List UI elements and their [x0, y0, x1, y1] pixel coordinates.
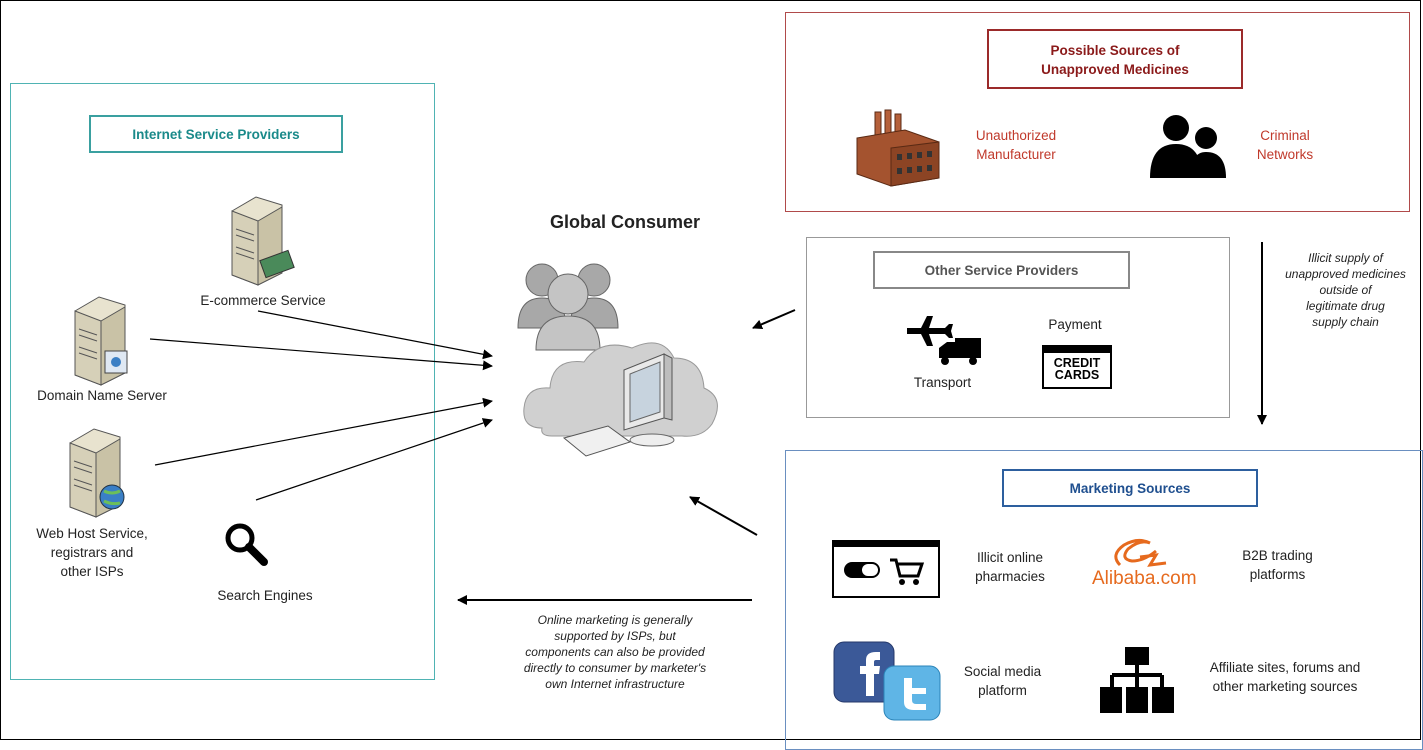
arrow-other-to-consumer	[752, 309, 796, 330]
pill-cart-icon	[832, 540, 940, 598]
criminals-icon	[1150, 115, 1226, 178]
alibaba-logo-text: Alibaba.com	[1092, 568, 1197, 589]
other-title: Other Service Providers	[873, 251, 1130, 289]
credit-card-icon: CREDIT CARDS	[1042, 345, 1112, 389]
isp-panel	[10, 83, 435, 680]
truck-icon	[939, 338, 981, 365]
social-icons	[833, 641, 941, 721]
arrow-webhost-to-consumer	[154, 397, 493, 466]
dns-server-icon	[74, 296, 128, 386]
ecommerce-server-icon	[231, 196, 295, 286]
arrow-ecommerce-to-consumer	[257, 310, 493, 360]
other-providers-panel	[806, 237, 1230, 418]
arrow-search-to-consumer	[255, 418, 493, 501]
computer-icon	[562, 353, 675, 457]
twitter-icon	[883, 665, 941, 721]
social-label: Social media platform	[963, 664, 1042, 698]
airplane-icon	[907, 316, 953, 346]
webhost-label: Web Host Service, registrars and other I…	[36, 526, 148, 579]
arrow-dns-to-consumer	[149, 338, 493, 371]
marketing-note: Online marketing is generally supported …	[523, 613, 707, 691]
consumer-title: Global Consumer	[549, 212, 701, 232]
pharmacies-label: Illicit online pharmacies	[975, 550, 1045, 584]
search-label: Search Engines	[217, 588, 313, 603]
arrow-marketing-to-consumer	[689, 496, 758, 536]
users-icon	[517, 263, 619, 351]
webhost-server-icon	[69, 428, 125, 518]
consumer-illustration	[517, 263, 718, 457]
payment-label: Payment	[1048, 317, 1102, 332]
isp-title: Internet Service Providers	[89, 115, 343, 153]
credit-card-text: CREDIT CARDS	[1053, 356, 1101, 382]
sources-title: Possible Sources of Unapproved Medicines	[987, 29, 1243, 89]
alibaba-logo	[1114, 538, 1167, 567]
network-icon	[1100, 647, 1174, 713]
ecommerce-label: E-commerce Service	[200, 293, 326, 308]
supply-note: Illicit supply of unapproved medicines o…	[1285, 251, 1406, 329]
marketing-title: Marketing Sources	[1002, 469, 1258, 507]
sources-panel	[785, 12, 1410, 212]
criminal-label: Criminal Networks	[1256, 128, 1314, 162]
search-icon	[225, 523, 268, 566]
affiliate-label: Affiliate sites, forums and other market…	[1209, 660, 1361, 694]
dns-label: Domain Name Server	[37, 388, 167, 403]
b2b-label: B2B trading platforms	[1242, 548, 1313, 582]
transport-illustration	[907, 316, 981, 365]
transport-label: Transport	[913, 375, 972, 390]
manufacturer-label: Unauthorized Manufacturer	[975, 128, 1057, 162]
factory-icon	[856, 109, 940, 187]
